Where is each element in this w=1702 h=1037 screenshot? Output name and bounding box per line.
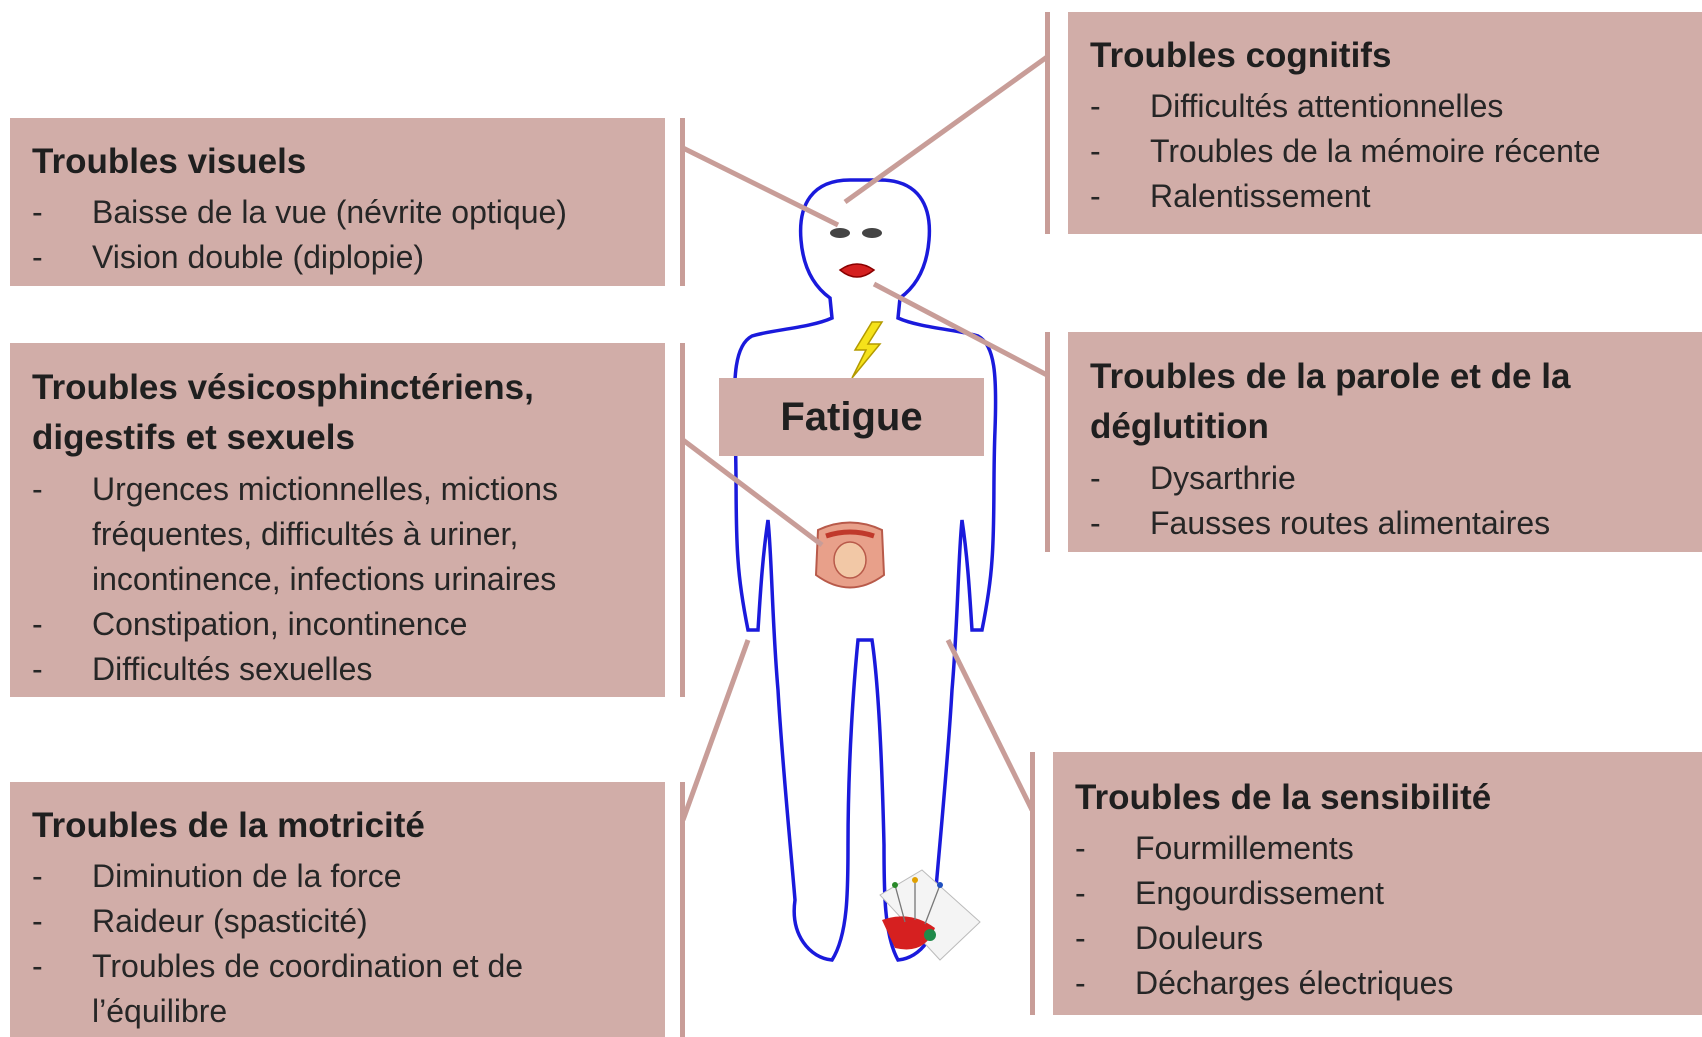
separator-motor [680, 782, 685, 1037]
list-item: Urgences mictionnelles, mictions fréquen… [32, 467, 612, 602]
list-item: Dysarthrie [1090, 456, 1682, 501]
box-title-line: Troubles de la parole et de la [1090, 357, 1570, 396]
list-item: Baisse de la vue (névrite optique) [32, 190, 645, 235]
list-item: Difficultés sexuelles [32, 647, 645, 692]
list-item: Ralentissement [1090, 174, 1682, 219]
list-item: Diminution de la force [32, 854, 645, 899]
symptom-list: Fourmillements Engourdissement Douleurs … [1075, 826, 1682, 1006]
box-cognitive-disorders: Troubles cognitifs Difficultés attention… [1068, 12, 1702, 234]
symptom-list: Dysarthrie Fausses routes alimentaires [1090, 456, 1682, 546]
list-item: Constipation, incontinence [32, 602, 645, 647]
list-item: Troubles de la mémoire récente [1090, 129, 1682, 174]
symptom-list: Urgences mictionnelles, mictions fréquen… [32, 467, 645, 692]
box-motor-disorders: Troubles de la motricité Diminution de l… [10, 782, 665, 1037]
separator-sensory [1030, 752, 1035, 1015]
box-title-line: Troubles vésicosphinctériens, [32, 368, 534, 407]
list-item: Vision double (diplopie) [32, 235, 645, 280]
list-item: Raideur (spasticité) [32, 899, 645, 944]
pelvic-organ-icon [816, 523, 884, 588]
separator-visual [680, 118, 685, 286]
box-visual-disorders: Troubles visuels Baisse de la vue (névri… [10, 118, 665, 286]
connector-sensory [948, 640, 1032, 810]
box-title: Troubles de la sensibilité [1075, 774, 1682, 822]
connector-cognitive [845, 57, 1047, 202]
connector-visual [683, 148, 838, 225]
connector-motor [683, 640, 748, 820]
fatigue-label: Fatigue [719, 378, 984, 456]
symptom-list: Baisse de la vue (névrite optique) Visio… [32, 190, 645, 280]
list-item: Troubles de coordination et de l’équilib… [32, 944, 582, 1034]
separator-vesico [680, 343, 685, 697]
box-title-line: digestifs et sexuels [32, 418, 355, 457]
box-title: Troubles de la motricité [32, 802, 645, 850]
box-title-line: déglutition [1090, 407, 1269, 446]
separator-cognitive [1045, 12, 1050, 234]
list-item: Douleurs [1075, 916, 1682, 961]
left-eye-icon [830, 228, 850, 238]
box-title: Troubles vésicosphinctériens, digestifs … [32, 363, 645, 463]
lightning-icon [852, 322, 882, 378]
symptom-list: Diminution de la force Raideur (spastici… [32, 854, 645, 1034]
box-sensory-disorders: Troubles de la sensibilité Fourmillement… [1053, 752, 1702, 1015]
box-vesicosphincteric-disorders: Troubles vésicosphinctériens, digestifs … [10, 343, 665, 697]
list-item: Décharges électriques [1075, 961, 1682, 1006]
list-item: Difficultés attentionnelles [1090, 84, 1682, 129]
box-title: Troubles visuels [32, 138, 645, 186]
symptom-list: Difficultés attentionnelles Troubles de … [1090, 84, 1682, 219]
list-item: Fausses routes alimentaires [1090, 501, 1682, 546]
right-eye-icon [862, 228, 882, 238]
list-item: Engourdissement [1075, 871, 1682, 916]
box-title: Troubles de la parole et de la déglutiti… [1090, 352, 1682, 452]
list-item: Fourmillements [1075, 826, 1682, 871]
connector-speech [874, 284, 1047, 375]
nerve-pins-icon [880, 870, 980, 960]
separator-speech [1045, 332, 1050, 552]
box-title: Troubles cognitifs [1090, 32, 1682, 80]
lips-icon [840, 264, 874, 277]
box-speech-disorders: Troubles de la parole et de la déglutiti… [1068, 332, 1702, 552]
